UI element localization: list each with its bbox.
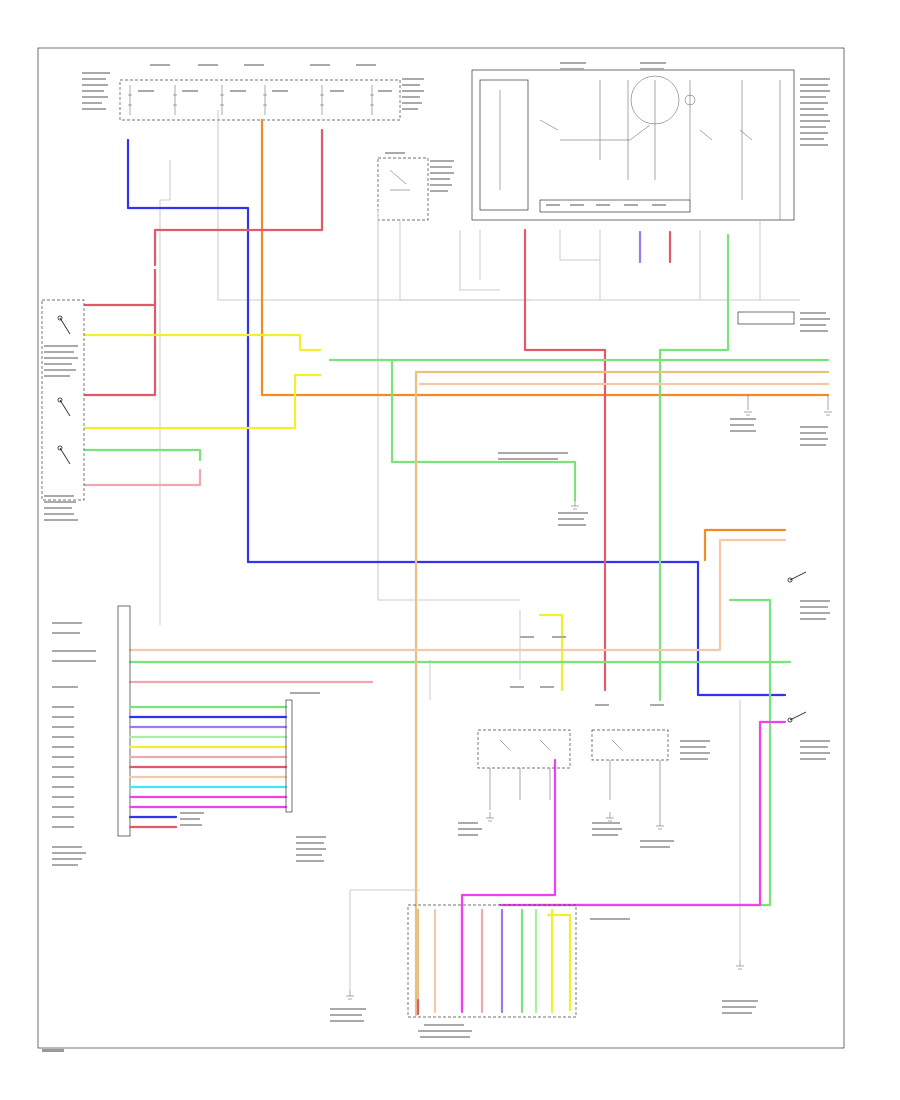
wire-red-left xyxy=(83,268,157,307)
wire-blue-main xyxy=(126,138,787,697)
right-switches xyxy=(730,395,832,760)
relay-module xyxy=(471,62,830,332)
trailer-relays xyxy=(458,636,710,836)
wire-pink-left xyxy=(83,468,202,487)
wire-green-mid xyxy=(390,358,577,502)
wire-green-bot xyxy=(528,598,772,907)
diagram-frame xyxy=(37,47,845,1049)
wire-orange-right xyxy=(703,528,787,562)
trailer-connector xyxy=(407,904,630,1038)
wire-yellow-bot xyxy=(546,913,572,1012)
wire-yellow-left xyxy=(83,373,322,430)
wire-magenta-main xyxy=(460,758,557,1012)
wire-red-top xyxy=(153,128,324,267)
fuse-symbols xyxy=(128,85,374,115)
wire-tan-main xyxy=(414,370,830,1017)
wire-green-left xyxy=(83,448,202,462)
wire-orange-main xyxy=(260,118,830,397)
wire-yellow-top xyxy=(83,333,322,352)
wire-red-right xyxy=(523,228,607,692)
bem-connector xyxy=(52,605,326,866)
ground-symbols xyxy=(346,500,744,1000)
wire-red-left2 xyxy=(83,298,157,397)
wire-peach-bem xyxy=(128,538,787,652)
gray-wires xyxy=(159,110,800,990)
fuse-text-marks xyxy=(82,64,424,110)
ground-labels xyxy=(330,452,758,1022)
colored-wires xyxy=(83,118,830,1017)
wire-yellow-center xyxy=(538,613,564,692)
center-relay xyxy=(377,152,454,221)
wire-green-right xyxy=(658,233,730,702)
fuse-block-top xyxy=(82,64,424,121)
wire-magenta-right xyxy=(498,720,787,907)
left-switches xyxy=(41,299,85,521)
footer-code xyxy=(42,1049,64,1052)
